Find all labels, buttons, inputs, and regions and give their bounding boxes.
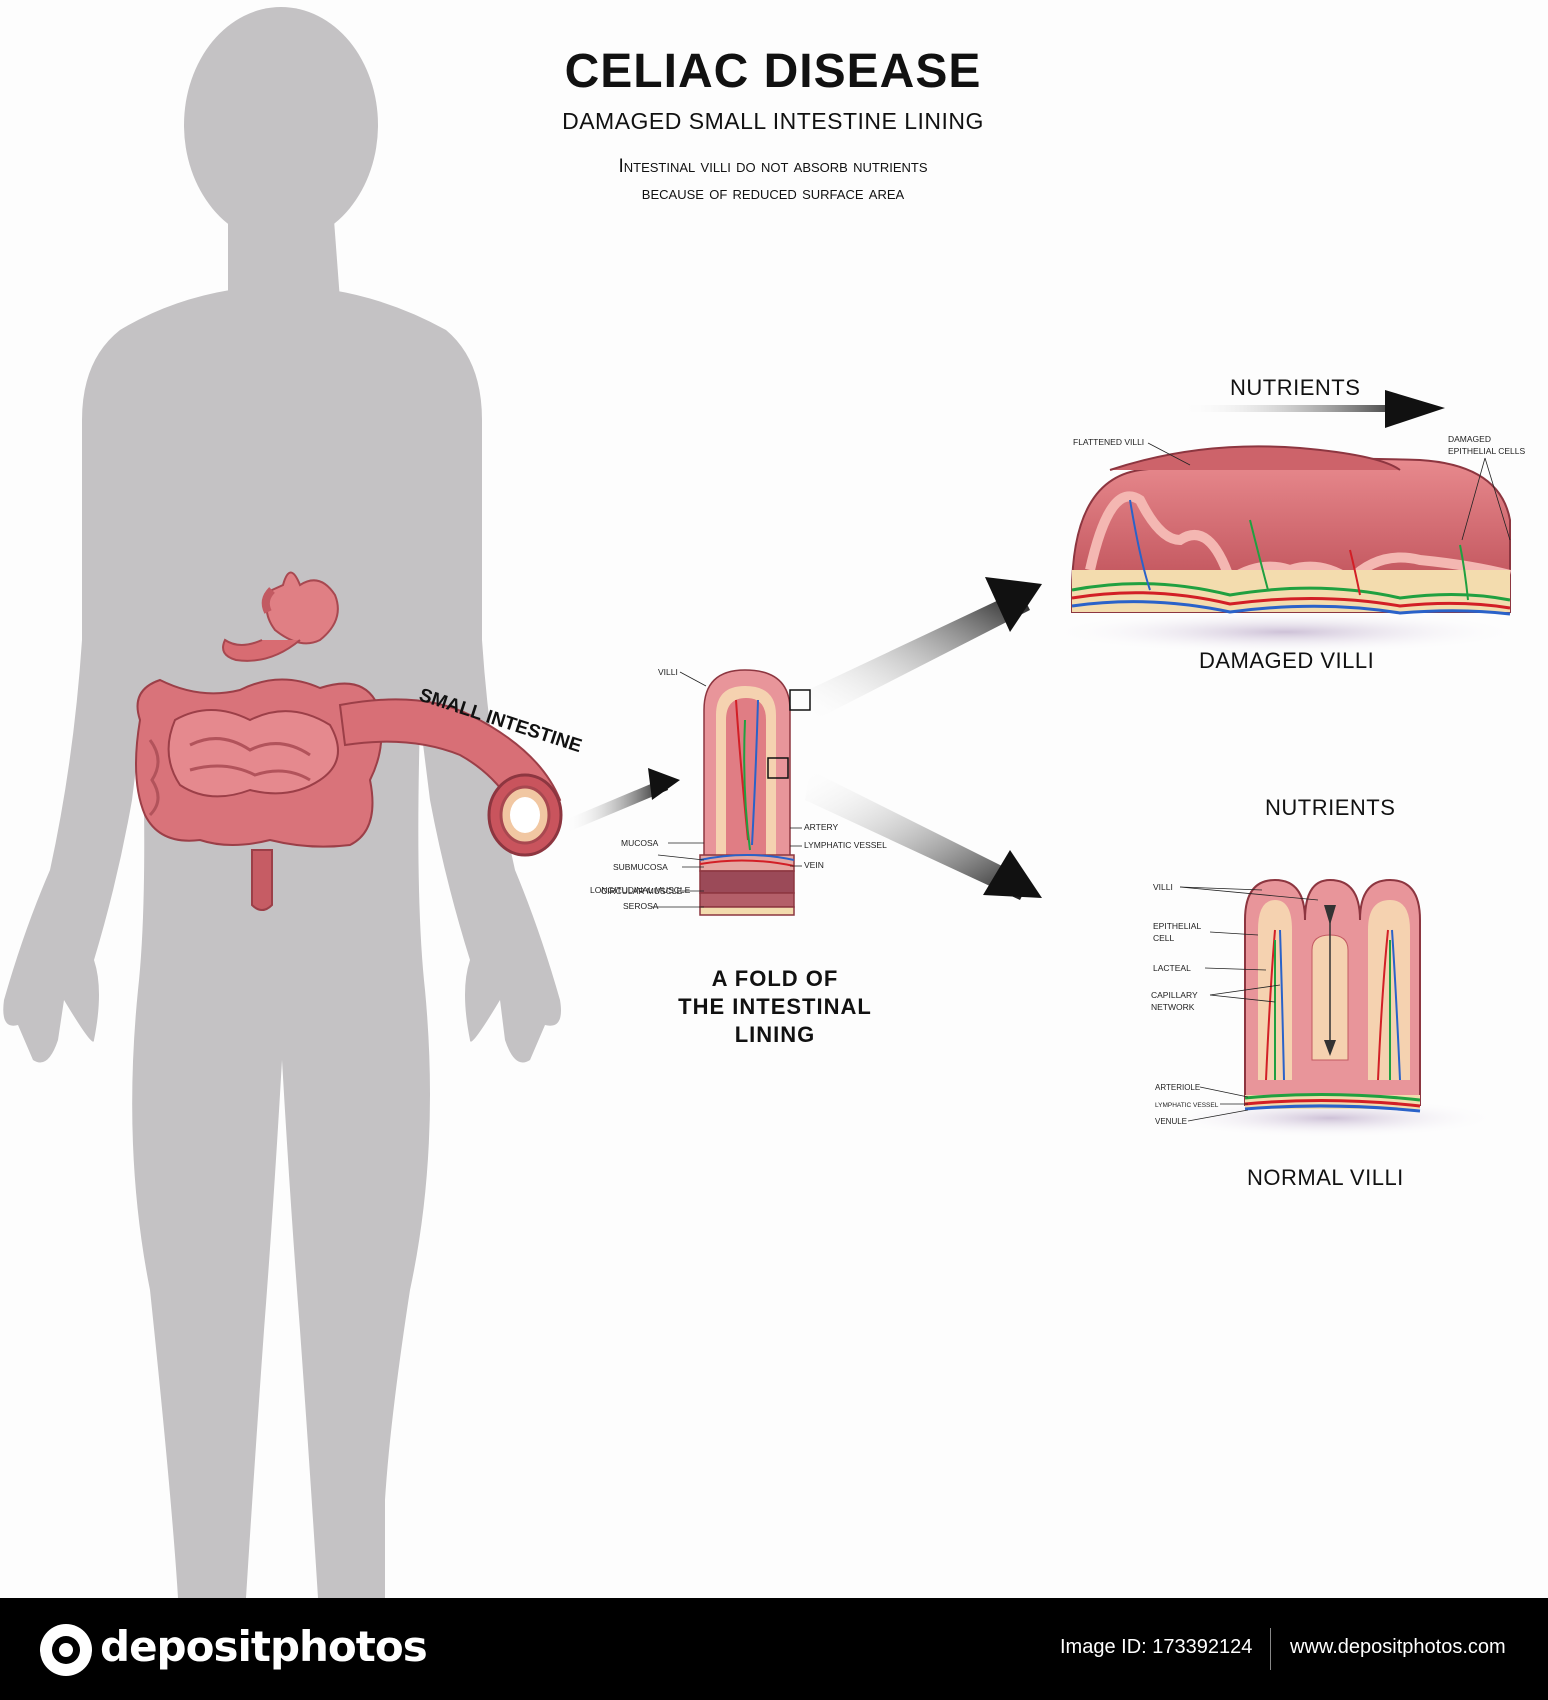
fold-label-circular-muscle: CIRCULAR MUSCLE [601, 886, 683, 896]
footer-url[interactable]: www.depositphotos.com [1290, 1636, 1506, 1658]
fold-caption-line-1: A FOLD OF [711, 966, 839, 991]
normal-villi-illustration [1160, 878, 1500, 1138]
footer-brand: depositphotos [100, 1622, 428, 1671]
fold-caption-line-3: LINING [734, 1022, 816, 1047]
page-subtitle: DAMAGED SMALL INTESTINE LINING [562, 108, 984, 134]
fold-leader-lines [652, 671, 802, 908]
fold-label-lymphatic-vessel: LYMPHATIC VESSEL [804, 840, 887, 850]
normal-label-arteriole: ARTERIOLE [1155, 1083, 1200, 1092]
flattened-villi-label: FLATTENED VILLI [1073, 437, 1144, 447]
description-line-1: Intestinal villi do not absorb nutrients [618, 156, 928, 177]
diagram-artwork: SMALL INTESTINE VILLI MUCOSA SUBMUCOSA C… [3, 7, 1525, 1598]
damaged-villi-caption: DAMAGED VILLI [1199, 648, 1375, 673]
stomach-illustration [222, 571, 339, 662]
page-title: CELIAC DISEASE [564, 45, 982, 98]
fold-illustration [699, 669, 811, 916]
description-line-2: because of reduced surface area [641, 183, 905, 204]
damaged-villi-illustration [1045, 445, 1525, 654]
human-silhouette [3, 7, 562, 1598]
normal-villi-caption: NORMAL VILLI [1247, 1165, 1404, 1190]
damaged-cells-label-1: DAMAGED [1448, 434, 1491, 444]
pointer-arrows [565, 390, 1445, 900]
intestines-illustration [135, 678, 383, 911]
normal-label-lymphatic: LYMPHATIC VESSEL [1155, 1102, 1219, 1109]
fold-label-longitudinal-muscle: LONGITUDINAL MUSCLE [590, 885, 691, 895]
normal-label-epithelial-1: EPITHELIAL [1153, 921, 1201, 931]
small-intestine-tube [338, 698, 563, 857]
damaged-leader-lines [1147, 442, 1511, 541]
depositphotos-logo-icon [40, 1624, 92, 1676]
footer-image-id: Image ID: 173392124 [1060, 1636, 1253, 1658]
fold-label-submucosa: SUBMUCOSA [613, 862, 668, 872]
fold-label-artery: ARTERY [804, 822, 839, 832]
normal-label-lacteal: LACTEAL [1153, 963, 1191, 973]
fold-label-villi: VILLI [658, 667, 678, 677]
normal-label-villi: VILLI [1153, 882, 1173, 892]
normal-nutrients-label: NUTRIENTS [1265, 795, 1396, 820]
damaged-nutrients-label: NUTRIENTS [1230, 375, 1361, 400]
fold-label-mucosa: MUCOSA [621, 838, 659, 848]
fold-label-serosa: SEROSA [623, 901, 659, 911]
fold-caption-line-2: THE INTESTINAL [678, 994, 872, 1019]
normal-label-capillary-1: CAPILLARY [1151, 990, 1198, 1000]
normal-label-capillary-2: NETWORK [1151, 1002, 1195, 1012]
footer-bar: depositphotos Image ID: 173392124 www.de… [0, 1598, 1548, 1700]
fold-label-vein: VEIN [804, 860, 824, 870]
normal-leader-lines [1179, 886, 1319, 1122]
normal-label-venule: VENULE [1155, 1117, 1187, 1126]
footer-divider [1270, 1628, 1271, 1670]
damaged-cells-label-2: EPITHELIAL CELLS [1448, 446, 1525, 456]
normal-label-epithelial-2: CELL [1153, 933, 1175, 943]
